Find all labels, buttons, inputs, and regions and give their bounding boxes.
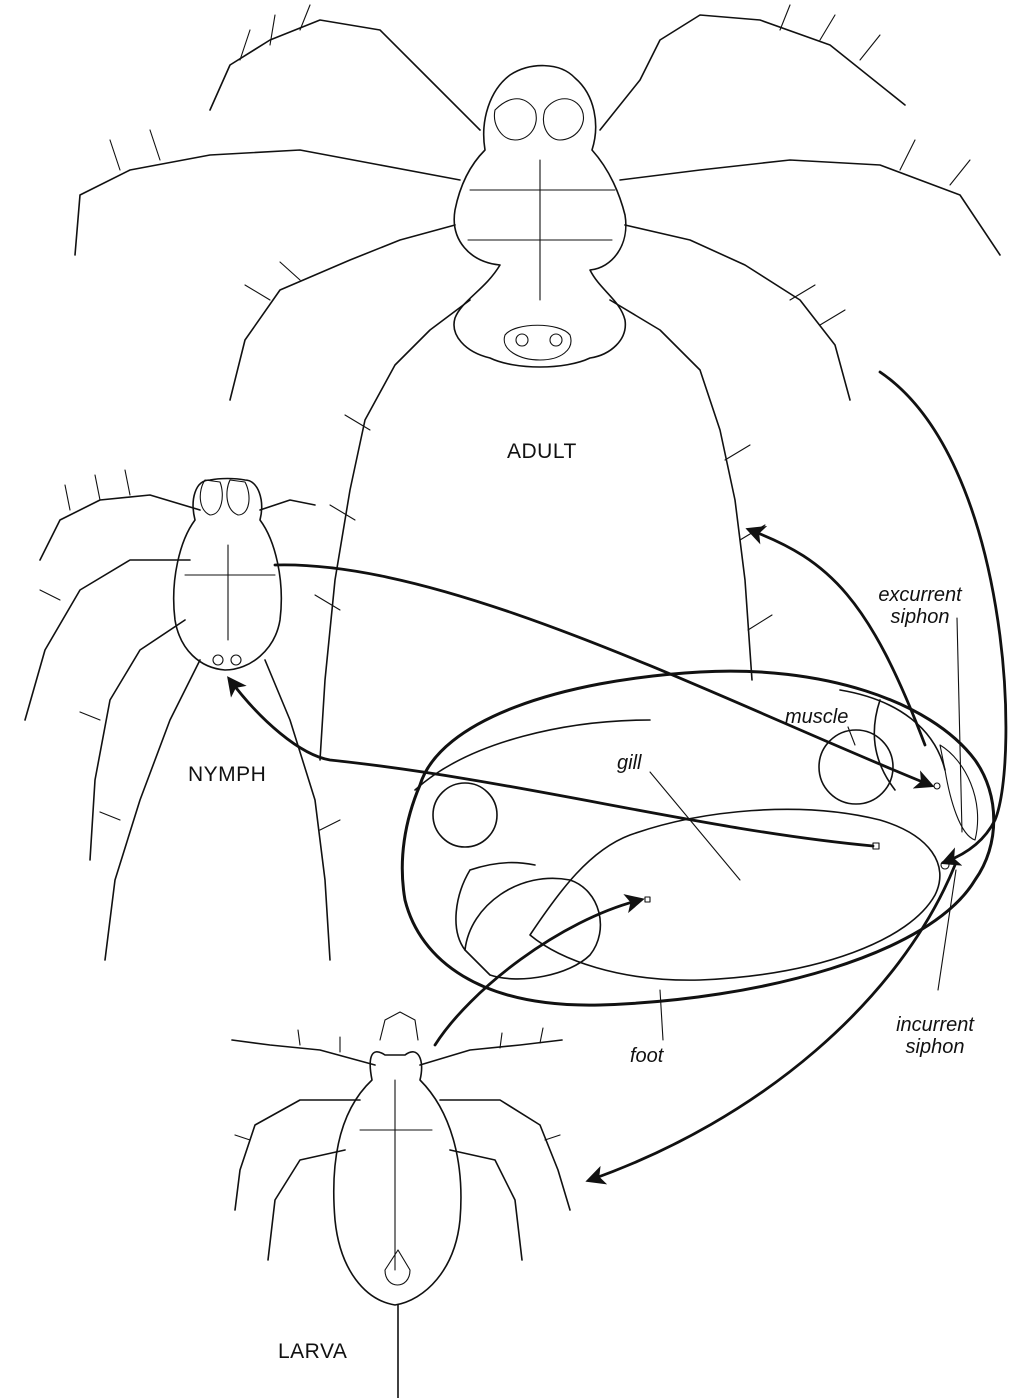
larva-body [334,1052,461,1305]
foot [465,878,600,979]
arrow-gill-to-nymph [230,680,873,846]
label-excurrent-siphon: excurrent siphon [870,584,970,628]
life-cycle-arrows [230,372,1006,1180]
arrow-nymph-to-mussel [275,565,930,785]
label-incurrent-line1: incurrent [885,1014,985,1036]
label-excurrent-line2: siphon [870,606,970,628]
label-adult: ADULT [507,440,577,464]
nymph-mite [25,470,340,960]
label-nymph: NYMPH [188,763,266,787]
label-muscle: muscle [785,706,848,728]
adult-mite [75,5,1000,760]
excurrent-siphon [940,745,978,840]
label-incurrent-line2: siphon [885,1036,985,1058]
arrow-larva-to-gill [435,900,640,1045]
label-excurrent-line1: excurrent [870,584,970,606]
label-gill: gill [617,752,641,774]
label-larva: LARVA [278,1340,347,1364]
label-incurrent-siphon: incurrent siphon [885,1014,985,1058]
label-foot: foot [630,1045,663,1067]
muscle-anterior [433,783,497,847]
